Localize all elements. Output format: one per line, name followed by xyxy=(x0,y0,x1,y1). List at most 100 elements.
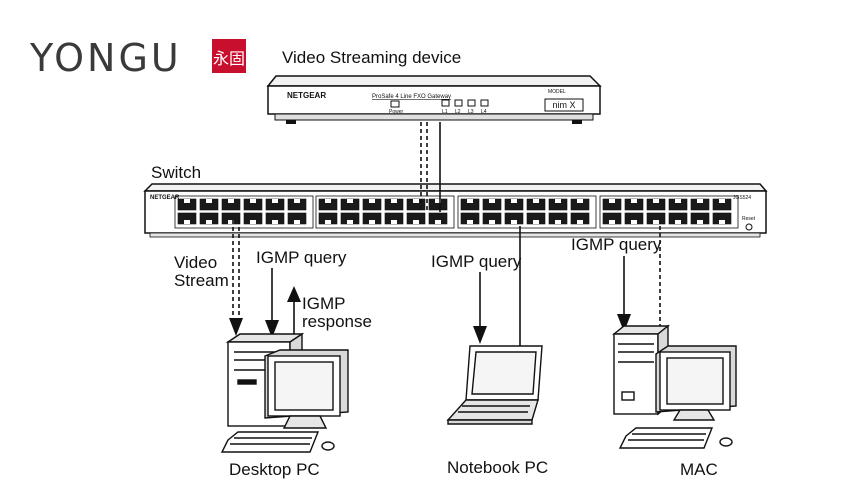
video-stream-label-line1: Video xyxy=(174,253,218,272)
switch-port-notch xyxy=(272,220,278,224)
switch-port-notch xyxy=(347,199,353,203)
switch-port-notch xyxy=(489,199,495,203)
notebook-pc-label: Notebook PC xyxy=(447,458,549,477)
network-switch: NETGEAR JGS524 Reset xyxy=(143,183,768,238)
igmp-response-label-line1: IGMP xyxy=(302,294,346,313)
switch-port-notch xyxy=(391,199,397,203)
gateway-port-led xyxy=(480,99,489,107)
switch-port-notch xyxy=(184,199,190,203)
switch-title: Switch xyxy=(151,163,202,182)
switch-port-notch xyxy=(675,199,681,203)
igmp-query-mac-arrowhead xyxy=(617,314,631,332)
switch-port-notch xyxy=(609,220,615,224)
gateway-power-led xyxy=(390,100,400,108)
switch-port-notch xyxy=(413,220,419,224)
switch-port-notch xyxy=(533,220,539,224)
switch-port-notch xyxy=(294,220,300,224)
switch-port-bank xyxy=(174,195,314,229)
switch-port-notch xyxy=(697,199,703,203)
switch-port-notch xyxy=(325,220,331,224)
switch-reset-label: Reset xyxy=(742,216,756,222)
igmp-response-arrowhead xyxy=(287,286,301,302)
switch-reset-button xyxy=(745,223,753,231)
switch-port-notch xyxy=(435,199,441,203)
gateway-logo-badge xyxy=(544,98,584,112)
gateway-model-text: ProSafe 4 Line FXO Gateway xyxy=(372,94,451,100)
mac-computer xyxy=(612,324,737,449)
switch-port-notch xyxy=(272,199,278,203)
switch-port-notch xyxy=(697,220,703,224)
switch-port-notch xyxy=(369,220,375,224)
brand-logo-text: YONGU xyxy=(30,36,182,80)
mac-label: MAC xyxy=(680,460,718,479)
switch-port-notch xyxy=(250,199,256,203)
switch-port-bank xyxy=(457,195,597,229)
gateway-model-label: MODEL xyxy=(548,89,566,95)
gateway-port-label: L1 xyxy=(442,109,448,115)
gateway-port-label: L4 xyxy=(481,109,487,115)
igmp-query-notebook-arrowhead xyxy=(473,326,487,344)
switch-port-notch xyxy=(294,199,300,203)
switch-port-notch xyxy=(184,220,190,224)
gateway-port-led xyxy=(467,99,476,107)
video-stream-arrowhead xyxy=(229,318,243,336)
switch-port-notch xyxy=(391,220,397,224)
brand-logo-mark-text: 永固 xyxy=(213,49,245,68)
switch-port-notch xyxy=(631,220,637,224)
switch-port-notch xyxy=(228,199,234,203)
video-stream-label-line2: Stream xyxy=(174,271,229,290)
switch-port-bank xyxy=(315,195,455,229)
switch-brand: NETGEAR xyxy=(150,195,180,201)
igmp-response-label-line2: response xyxy=(302,312,372,331)
gateway-port-label: L2 xyxy=(455,109,461,115)
switch-port-notch xyxy=(206,199,212,203)
switch-port-notch xyxy=(609,199,615,203)
switch-port-notch xyxy=(653,199,659,203)
connection-lines xyxy=(232,122,661,355)
notebook-pc xyxy=(446,345,543,425)
igmp-query-notebook-label: IGMP query xyxy=(431,252,522,271)
switch-port-notch xyxy=(577,199,583,203)
switch-port-notch xyxy=(577,220,583,224)
switch-port-notch xyxy=(719,199,725,203)
switch-model-label: JGS524 xyxy=(733,195,751,201)
switch-port-notch xyxy=(413,199,419,203)
switch-port-notch xyxy=(631,199,637,203)
switch-port-bank xyxy=(599,195,739,229)
switch-port-notch xyxy=(489,220,495,224)
arrowheads xyxy=(229,286,631,344)
desktop-pc xyxy=(220,332,349,453)
brand-logo-mark: 永固 xyxy=(212,39,246,73)
switch-port-notch xyxy=(675,220,681,224)
gateway-logo-badge-text: nim X xyxy=(552,100,575,110)
switch-port-notch xyxy=(435,220,441,224)
switch-port-notch xyxy=(467,220,473,224)
gateway-port-led xyxy=(441,99,450,107)
switch-port-notch xyxy=(555,199,561,203)
switch-port-notch xyxy=(228,220,234,224)
igmp-query-desktop-label: IGMP query xyxy=(256,248,347,267)
switch-port-array xyxy=(174,195,739,229)
switch-port-notch xyxy=(653,220,659,224)
gateway-port-led xyxy=(454,99,463,107)
gateway-port-leds: L1 L2 L3 L4 xyxy=(441,99,489,115)
switch-port-notch xyxy=(719,220,725,224)
switch-port-notch xyxy=(347,220,353,224)
switch-port-notch xyxy=(511,220,517,224)
gateway-brand: NETGEAR xyxy=(287,91,326,100)
gateway-power-label: Power xyxy=(389,109,404,115)
switch-port-notch xyxy=(467,199,473,203)
gateway-title: Video Streaming device xyxy=(282,48,462,67)
video-streaming-device: NETGEAR ProSafe 4 Line FXO Gateway MODEL… xyxy=(266,75,602,124)
gateway-port-label: L3 xyxy=(468,109,474,115)
switch-port-notch xyxy=(555,220,561,224)
desktop-pc-label: Desktop PC xyxy=(229,460,320,479)
switch-port-notch xyxy=(369,199,375,203)
switch-port-notch xyxy=(511,199,517,203)
switch-port-notch xyxy=(206,220,212,224)
switch-port-notch xyxy=(325,199,331,203)
igmp-query-mac-label: IGMP query xyxy=(571,235,662,254)
switch-port-notch xyxy=(533,199,539,203)
